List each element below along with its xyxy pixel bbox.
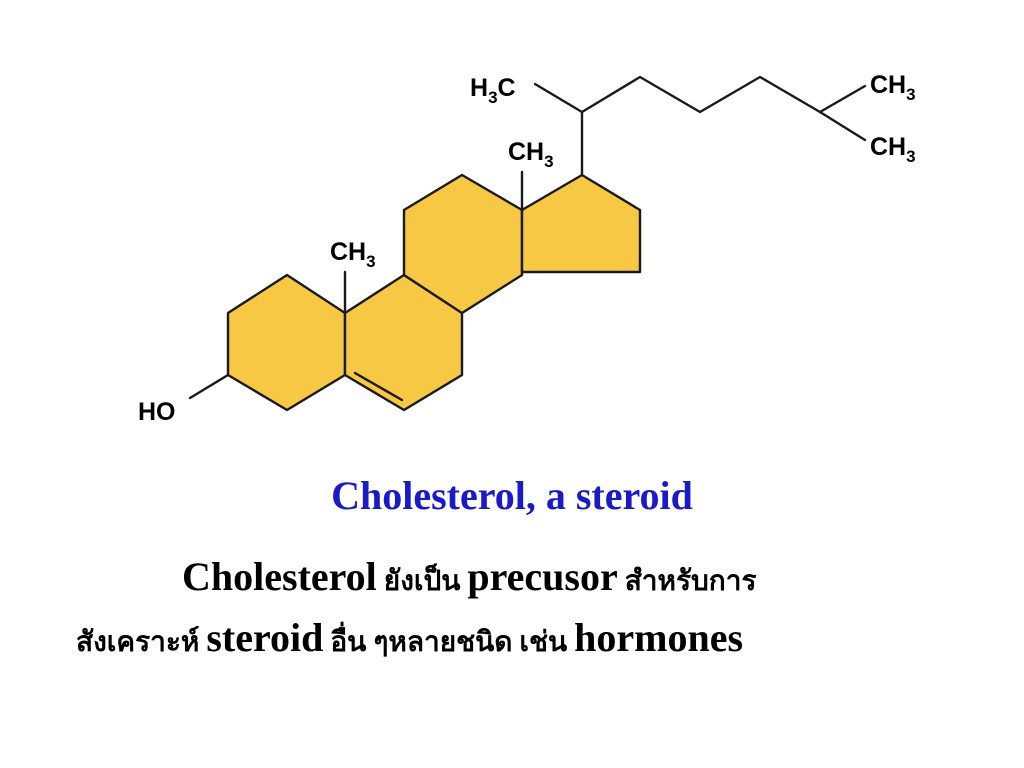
- thai-text-1: ยังเป็น: [376, 566, 468, 597]
- ring-a: [226, 273, 347, 412]
- thai-text-4: อื่น ๆหลายชนิด เช่น: [323, 627, 575, 658]
- ch3-c13-label: CH3: [508, 138, 554, 171]
- term-precursor: precusor: [467, 554, 618, 599]
- description-line-2: สังเคราะห์ steroid อื่น ๆหลายชนิด เช่น h…: [76, 614, 743, 664]
- ring-d: [520, 173, 642, 274]
- terminal-methyl-upper-bond: [818, 84, 867, 114]
- side-chain: [580, 75, 822, 177]
- double-bond-line: [353, 371, 404, 402]
- term-cholesterol: Cholesterol: [182, 554, 377, 599]
- thai-text-3: สังเคราะห์: [76, 627, 207, 658]
- hydroxyl-bond: [188, 373, 230, 400]
- ch3-upper-label: CH3: [870, 71, 916, 104]
- ch3-lower-label: CH3: [870, 133, 916, 166]
- hydroxyl-label: HO: [138, 398, 176, 426]
- side-chain-methyl-left: [533, 82, 584, 114]
- terminal-methyl-lower-bond: [818, 110, 867, 142]
- figure-caption: Cholesterol, a steroid: [331, 473, 693, 518]
- term-hormones: hormones: [574, 615, 744, 660]
- description-line-1: Cholesterol ยังเป็น precusor สำหรับการ: [182, 553, 757, 603]
- h3c-label: H3C: [470, 74, 516, 107]
- thai-text-2: สำหรับการ: [617, 566, 757, 597]
- ch3-c10-label: CH3: [330, 238, 376, 271]
- term-steroid: steroid: [206, 615, 324, 660]
